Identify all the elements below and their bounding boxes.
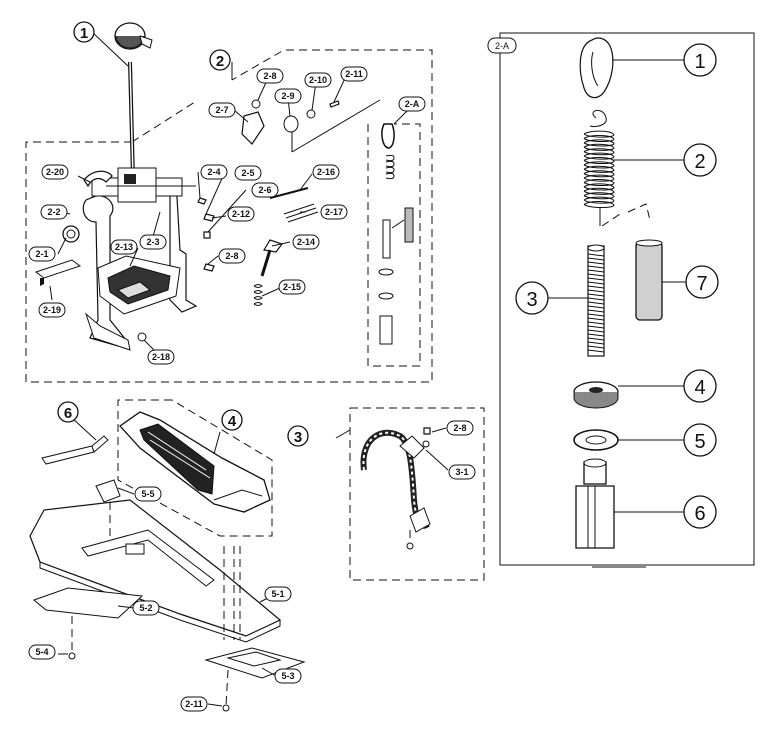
detail-callout-4: 4 — [683, 369, 717, 403]
label-5-1: 5-1 — [264, 586, 292, 602]
label-2-18-text: 2-18 — [152, 352, 170, 362]
label-2-8-chain-text: 2-8 — [453, 423, 466, 433]
footboard-group — [117, 399, 273, 537]
label-5-5: 5-5 — [134, 486, 162, 502]
label-2-2: 2-2 — [40, 204, 68, 220]
threaded-rod-part — [548, 244, 605, 357]
svg-text:2: 2 — [216, 53, 224, 70]
label-2-1-text: 2-1 — [35, 249, 48, 259]
svg-text:1: 1 — [80, 25, 88, 42]
hook-part — [579, 37, 684, 99]
svg-text:1: 1 — [694, 51, 705, 73]
label-2-2-text: 2-2 — [47, 207, 60, 217]
svg-text:4: 4 — [694, 377, 705, 399]
label-2-18: 2-18 — [147, 349, 175, 365]
svg-text:5: 5 — [694, 431, 705, 453]
detail-callout-7: 7 — [685, 265, 719, 299]
label-2-a-small: 2-A — [398, 96, 426, 112]
svg-text:4: 4 — [228, 413, 237, 430]
detail-callout-2: 2 — [683, 143, 717, 177]
detail-callout-6: 6 — [683, 495, 717, 529]
label-5-4: 5-4 — [28, 644, 56, 660]
label-2-16-text: 2-16 — [317, 167, 335, 177]
detail-callout-5: 5 — [683, 423, 717, 457]
label-2-8-top-text: 2-8 — [263, 71, 276, 81]
label-2-13-text: 2-13 — [115, 242, 133, 252]
label-2-12-text: 2-12 — [232, 209, 250, 219]
label-2-11-bottom: 2-11 — [180, 696, 208, 712]
label-2-3: 2-3 — [139, 234, 167, 250]
felt-sleeve-part — [635, 239, 686, 321]
label-2-19: 2-19 — [38, 302, 66, 318]
label-2-16: 2-16 — [312, 164, 340, 180]
label-5-2: 5-2 — [132, 600, 160, 616]
label-2-7-text: 2-7 — [215, 105, 228, 115]
label-2-5: 2-5 — [234, 165, 262, 181]
label-2-5-text: 2-5 — [241, 168, 254, 178]
lock-nut-part — [573, 381, 684, 409]
label-2-20-text: 2-20 — [46, 167, 64, 177]
label-3-1-text: 3-1 — [455, 467, 468, 477]
label-2-14: 2-14 — [292, 234, 320, 250]
detail-panel-2a: 2-A — [487, 32, 755, 568]
svg-text:2: 2 — [694, 151, 705, 173]
label-5-2-text: 5-2 — [139, 603, 152, 613]
label-2-17-text: 2-17 — [325, 207, 343, 217]
label-2-9-text: 2-9 — [281, 91, 294, 101]
label-2-11-bottom-text: 2-11 — [185, 699, 203, 709]
svg-text:7: 7 — [696, 273, 707, 295]
chain-group — [335, 407, 485, 581]
label-2-1: 2-1 — [28, 246, 56, 262]
callout-1: 1 — [73, 21, 95, 43]
detail-callout-3: 3 — [515, 281, 549, 315]
label-2-17: 2-17 — [320, 204, 348, 220]
label-5-1-text: 5-1 — [271, 589, 284, 599]
callout-3: 3 — [287, 425, 309, 447]
detail-callout-1: 1 — [683, 43, 717, 77]
label-2-11: 2-11 — [340, 66, 368, 82]
label-2-8-top: 2-8 — [256, 68, 284, 84]
label-2-4: 2-4 — [200, 164, 228, 180]
svg-text:6: 6 — [64, 405, 72, 422]
callout-6: 6 — [57, 401, 79, 423]
svg-text:3: 3 — [294, 429, 302, 446]
label-5-4-text: 5-4 — [35, 647, 48, 657]
label-2-20: 2-20 — [41, 164, 69, 180]
label-2-19-text: 2-19 — [43, 305, 61, 315]
label-2-15-text: 2-15 — [283, 282, 301, 292]
spring-part — [583, 110, 684, 227]
label-2-6: 2-6 — [251, 182, 279, 198]
pedal-frame-group — [25, 22, 433, 383]
callout-4: 4 — [221, 409, 243, 431]
label-2-8: 2-8 — [218, 248, 246, 264]
washer-part — [573, 429, 684, 451]
label-5-3-text: 5-3 — [281, 671, 294, 681]
label-5-5-text: 5-5 — [141, 489, 154, 499]
base-plate-group — [29, 417, 306, 712]
label-2-10-text: 2-10 — [309, 75, 327, 85]
label-2-8-text: 2-8 — [225, 251, 238, 261]
svg-text:6: 6 — [694, 503, 705, 525]
label-2-3-text: 2-3 — [146, 237, 159, 247]
label-2-14-text: 2-14 — [297, 237, 315, 247]
label-2-11-text: 2-11 — [345, 69, 363, 79]
hex-post-part — [575, 458, 684, 549]
detail-panel-title: 2-A — [495, 41, 509, 51]
label-2-13: 2-13 — [110, 239, 138, 255]
label-3-1: 3-1 — [448, 464, 476, 480]
label-2-12: 2-12 — [227, 206, 255, 222]
label-2-6-text: 2-6 — [258, 185, 271, 195]
label-2-8-chain: 2-8 — [446, 420, 474, 436]
label-2-4-text: 2-4 — [207, 167, 220, 177]
label-2-10: 2-10 — [304, 72, 332, 88]
label-2-a-small-text: 2-A — [405, 99, 420, 109]
label-2-15: 2-15 — [278, 279, 306, 295]
label-2-9: 2-9 — [274, 88, 302, 104]
svg-text:3: 3 — [526, 289, 537, 311]
callout-2: 2 — [209, 49, 231, 71]
label-5-3: 5-3 — [274, 668, 302, 684]
label-2-7: 2-7 — [208, 102, 236, 118]
